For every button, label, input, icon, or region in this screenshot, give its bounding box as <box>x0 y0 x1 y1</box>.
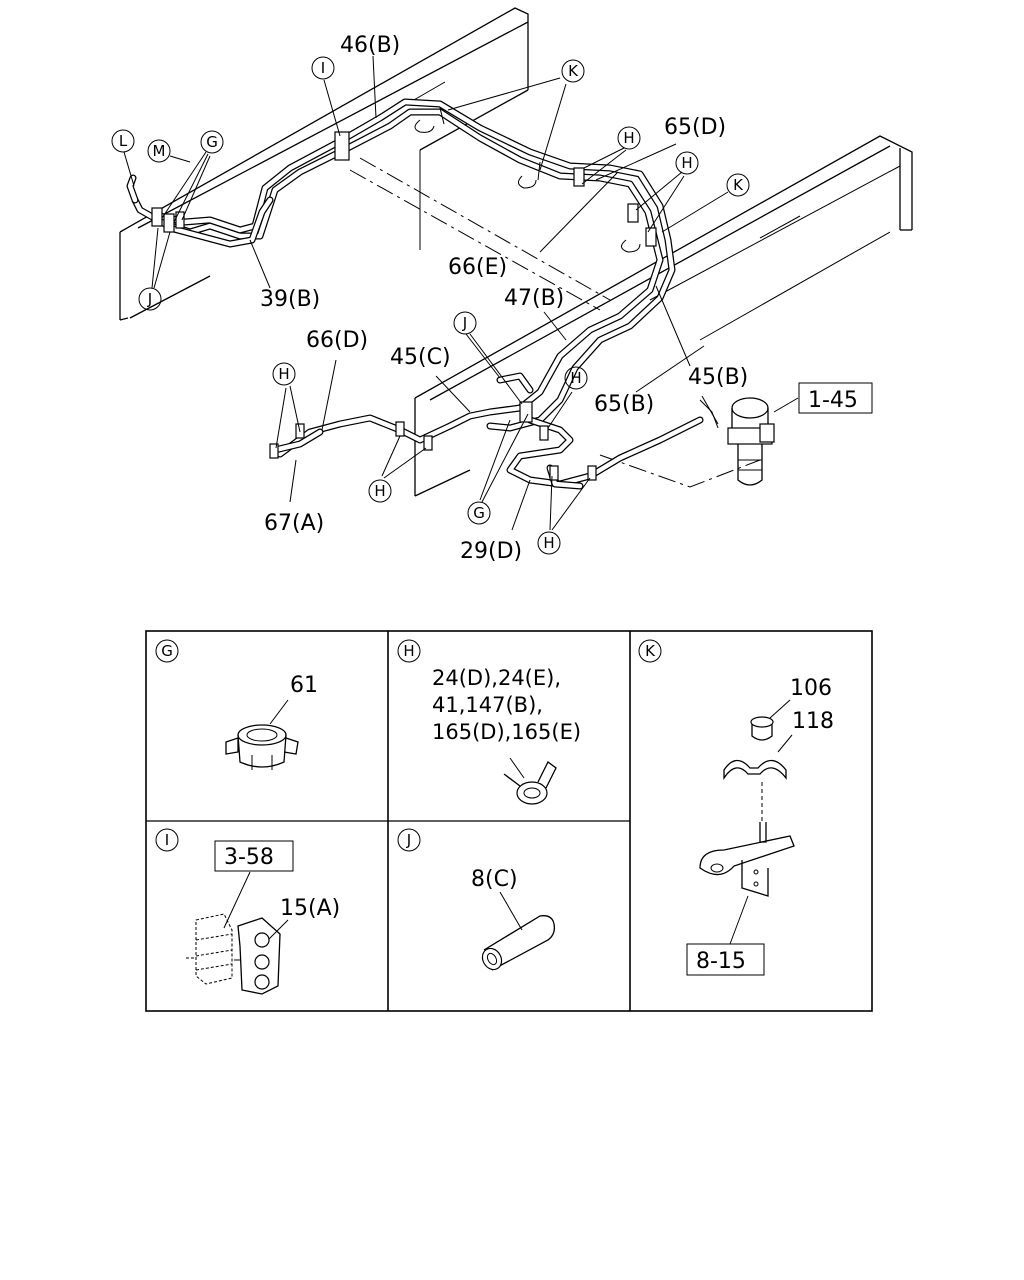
svg-text:G: G <box>206 133 218 151</box>
pipe-clips <box>151 107 657 481</box>
bracket-k-drawing <box>699 716 795 897</box>
circle-marker-h-6: H <box>537 531 561 555</box>
callout-45c: 45(C) <box>390 345 451 370</box>
svg-text:J: J <box>147 290 152 308</box>
svg-text:G: G <box>473 504 485 522</box>
callout-45b: 45(B) <box>688 365 748 390</box>
circle-marker-i: I <box>311 56 335 80</box>
circle-marker-k-top: K <box>561 59 585 83</box>
circle-marker-h-3: H <box>272 362 296 386</box>
svg-text:H: H <box>570 369 581 387</box>
callout-66e: 66(E) <box>448 255 507 280</box>
svg-text:H: H <box>623 129 634 147</box>
callout-65b: 65(B) <box>594 392 654 417</box>
svg-text:M: M <box>153 142 166 160</box>
callout-65d: 65(D) <box>664 115 726 140</box>
svg-text:H: H <box>374 482 385 500</box>
circle-marker-j-left: J <box>138 287 162 311</box>
panel-h-line3: 165(D),165(E) <box>432 720 581 744</box>
circle-marker-h-2: H <box>675 151 699 175</box>
panel-g: G 61 <box>155 639 318 770</box>
svg-text:8-15: 8-15 <box>696 949 746 974</box>
panel-i-part: 15(A) <box>280 896 340 921</box>
svg-text:G: G <box>161 642 173 660</box>
holder-15a-drawing <box>186 913 281 995</box>
circle-marker-g-left: G <box>200 130 224 154</box>
panel-k-clip: 118 <box>792 709 834 734</box>
svg-text:I: I <box>165 831 169 849</box>
callout-29d: 29(D) <box>460 539 522 564</box>
svg-text:3-58: 3-58 <box>224 845 274 870</box>
panel-j: J 8(C) <box>397 828 556 971</box>
fuel-filter-drawing <box>727 397 775 486</box>
callout-66d: 66(D) <box>306 328 368 353</box>
svg-text:H: H <box>278 365 289 383</box>
svg-text:H: H <box>403 642 414 660</box>
panel-k-nut: 106 <box>790 676 832 701</box>
svg-text:H: H <box>681 154 692 172</box>
circle-marker-h-5: H <box>368 479 392 503</box>
callout-47b: 47(B) <box>504 286 564 311</box>
svg-text:1-45: 1-45 <box>808 388 858 413</box>
panel-h: H 24(D),24(E), 41,147(B), 165(D),165(E) <box>397 639 581 805</box>
panel-h-line1: 24(D),24(E), <box>432 666 561 690</box>
leader-lines <box>123 55 799 531</box>
panel-g-part: 61 <box>290 673 318 698</box>
callout-39b: 39(B) <box>260 287 320 312</box>
svg-text:K: K <box>645 642 656 660</box>
circle-marker-g-center: G <box>467 501 491 525</box>
panel-j-part: 8(C) <box>471 867 518 892</box>
svg-text:J: J <box>406 831 411 849</box>
panel-h-line2: 41,147(B), <box>432 693 543 717</box>
svg-text:H: H <box>543 534 554 552</box>
ref-box-3-58 <box>214 840 294 872</box>
circle-marker-h-4: H <box>564 366 588 390</box>
detail-grid <box>145 630 873 1012</box>
ref-box-1-45: 1-45 <box>798 382 873 414</box>
callout-67a: 67(A) <box>264 511 324 536</box>
circle-marker-k-right: K <box>726 173 750 197</box>
frame-rail-upper <box>119 7 529 321</box>
panel-i: I 3-58 15(A) <box>155 828 340 995</box>
svg-text:L: L <box>119 132 128 150</box>
svg-text:I: I <box>321 59 325 77</box>
circle-marker-j-center: J <box>453 311 477 335</box>
panel-k: K 106 118 8-15 <box>638 639 834 976</box>
svg-text:K: K <box>733 176 744 194</box>
frame-rail-lower <box>414 135 913 497</box>
circle-marker-h-1: H <box>617 126 641 150</box>
svg-text:K: K <box>568 62 579 80</box>
svg-text:J: J <box>462 314 467 332</box>
circle-marker-m: M <box>147 139 171 163</box>
sleeve-8c-drawing <box>481 915 556 971</box>
clamp-61-drawing <box>225 724 299 770</box>
pipe-runs <box>126 98 719 490</box>
circle-marker-l: L <box>111 129 135 153</box>
clip-h-drawing <box>503 761 557 805</box>
callout-46b: 46(B) <box>340 33 400 58</box>
ref-box-8-15 <box>686 943 765 976</box>
